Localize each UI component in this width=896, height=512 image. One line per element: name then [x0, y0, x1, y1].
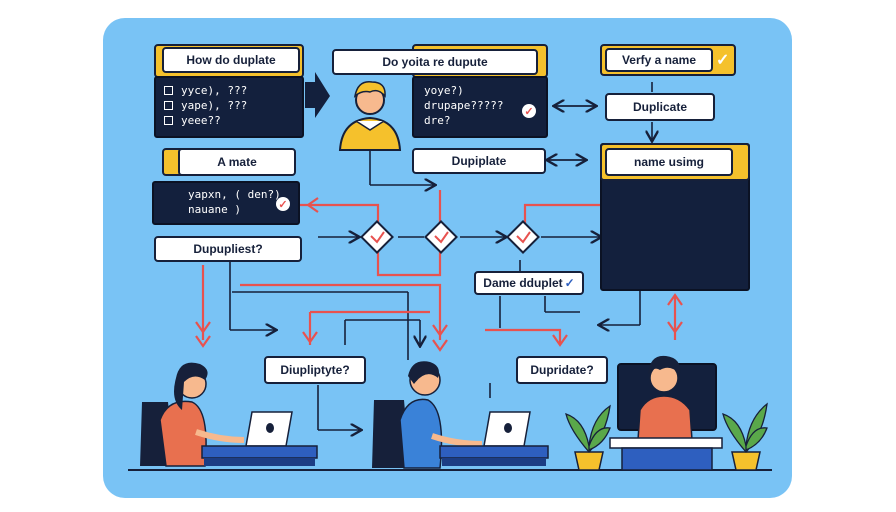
checkbox-icon[interactable] — [164, 101, 173, 110]
box-a-mate-label: A mate — [217, 155, 257, 169]
decision-diamond — [506, 220, 540, 254]
code-line: yeee?? — [181, 114, 221, 127]
box-do-yoita-label: Do yoita re dupute — [382, 55, 488, 69]
checklist-row: yeee?? — [164, 114, 294, 127]
box-do-yoita: Do yoita re dupute — [332, 49, 538, 75]
person-middle-illustration — [372, 361, 483, 469]
box-duplicate-right: Duplicate — [605, 93, 715, 121]
checkbox-icon[interactable] — [164, 86, 173, 95]
desk-left — [201, 445, 318, 459]
check-icon: ✓ — [276, 197, 290, 211]
code-line: dre? — [424, 114, 451, 127]
red-arrowhead — [302, 331, 318, 344]
red-connector — [240, 283, 442, 340]
box-dupridate-label: Dupridate? — [530, 363, 594, 377]
desk-middle — [439, 445, 549, 459]
box-verify-name: Verfy a name — [605, 48, 713, 72]
box-dame-dduplet-label: Dame dduplet — [483, 276, 563, 290]
box-duplicate-right-label: Duplicate — [632, 100, 687, 114]
code-line: yape), ??? — [181, 99, 248, 112]
box-diupliptyte-label: Diupliptyte? — [280, 363, 350, 377]
code-panel-left: yyce), ??? yape), ??? yeee?? — [154, 76, 304, 138]
avatar-icon — [338, 81, 402, 151]
check-icon: ✓ — [522, 104, 536, 118]
checkbox-icon[interactable] — [164, 116, 173, 125]
box-name-using-label: name usimg — [633, 155, 705, 169]
code-line: yapxn, ( den?) — [188, 188, 281, 201]
box-dame-dduplet: Dame dduplet ✓ — [474, 271, 584, 295]
decision-diamond — [360, 220, 394, 254]
red-arrowhead — [195, 321, 211, 348]
box-dupupliest-label: Dupupliest? — [193, 242, 263, 256]
red-arrowhead — [667, 293, 683, 334]
code-panel-middle: yoye?) drupape????? dre? ✓ — [412, 76, 548, 138]
box-how-do-duplate: How do duplate — [162, 47, 300, 73]
laptop-icon — [245, 411, 293, 447]
box-how-do-duplate-label: How do duplate — [186, 53, 276, 67]
laptop-icon — [483, 411, 531, 447]
box-dupiplate-label: Dupiplate — [451, 154, 507, 168]
code-line: nauane ) — [188, 203, 241, 216]
desk-middle-legs — [442, 458, 546, 466]
box-dupiplate: Dupiplate — [412, 148, 546, 174]
plant-left-icon — [565, 404, 611, 471]
checklist-row: yyce), ??? — [164, 84, 294, 97]
desk-left-legs — [204, 458, 315, 466]
box-dupupliest: Dupupliest? — [154, 236, 302, 262]
box-a-mate: A mate — [178, 148, 296, 176]
box-name-using: name usimg — [605, 148, 733, 176]
code-line: yyce), ??? — [181, 84, 248, 97]
plant-right-icon — [722, 402, 768, 471]
red-connector — [485, 328, 562, 345]
red-connector — [523, 203, 600, 225]
big-arrow-icon — [305, 72, 330, 118]
person-right-illustration — [637, 355, 693, 441]
checklist-row: yape), ??? — [164, 99, 294, 112]
desk-right — [609, 437, 723, 449]
check-icon: ✓ — [564, 276, 575, 290]
check-icon: ✓ — [716, 52, 730, 69]
box-dupridate: Dupridate? — [516, 356, 608, 384]
code-line: yoye?) — [424, 84, 464, 97]
person-left-illustration — [140, 362, 245, 467]
code-panel-a-mate: yapxn, ( den?) nauane ) ✓ — [152, 181, 300, 225]
desk-right-cabinet — [621, 447, 713, 471]
red-arrowhead — [432, 324, 448, 352]
box-diupliptyte: Diupliptyte? — [264, 356, 366, 384]
box-verify-name-label: Verfy a name — [621, 53, 697, 67]
code-line: drupape????? — [424, 99, 504, 112]
decision-diamond — [424, 220, 458, 254]
red-arrowhead — [307, 197, 319, 213]
red-arrowhead — [552, 334, 568, 347]
